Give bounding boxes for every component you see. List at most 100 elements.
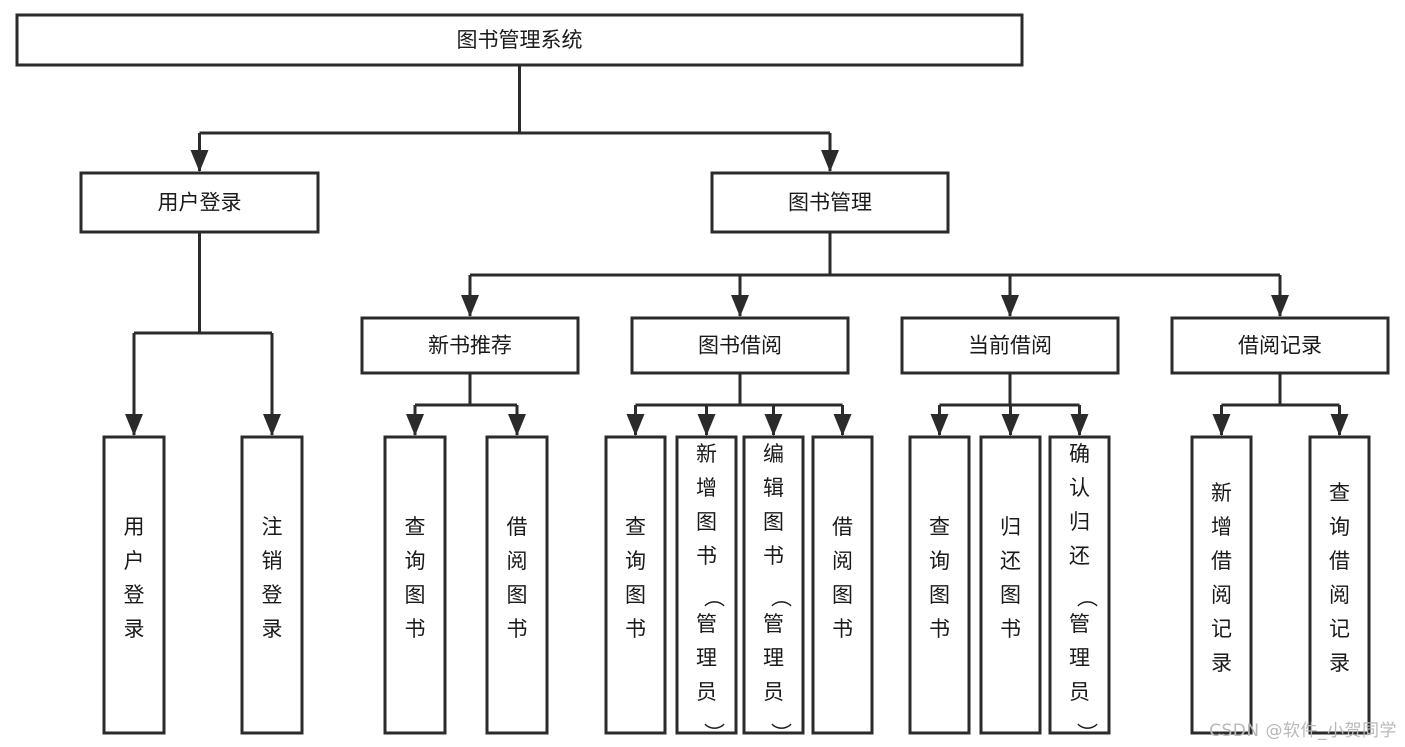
node-leaf-user-login[interactable]: 用户登录 xyxy=(102,435,166,735)
node-book-manage-box xyxy=(710,171,950,234)
node-leaf-query-book-borrow-label-char: 询 xyxy=(625,549,646,573)
node-leaf-query-book-current-label-char: 图 xyxy=(929,583,950,607)
node-root[interactable]: 图书管理系统 xyxy=(15,13,1024,67)
arrow-head-icon-book-borrow-leaf-2 xyxy=(764,414,783,436)
node-leaf-query-book-borrow-box xyxy=(604,435,667,735)
node-user-login[interactable]: 用户登录 xyxy=(79,171,320,234)
arrow-head-icon-book-borrow-leaf-0 xyxy=(626,414,645,436)
node-leaf-query-book-new-label-char: 图 xyxy=(405,583,426,607)
arrow-head-icon-current-borrow-leaf-1 xyxy=(1001,414,1020,436)
node-leaf-add-borrow-record-label-char: 借 xyxy=(1211,549,1232,573)
node-book-borrow-label: 图书借阅 xyxy=(698,334,782,358)
node-leaf-return-book-box xyxy=(979,435,1042,735)
node-leaf-add-book-admin-label-char: ） xyxy=(702,723,726,744)
node-leaf-confirm-return-admin-label-char: （ xyxy=(1075,587,1099,608)
node-leaf-add-book-admin-label-char: （ xyxy=(702,587,726,608)
arrow-head-icon-new-book-recommend-leaf-0 xyxy=(406,414,424,436)
node-leaf-edit-book-admin-label-char: 编 xyxy=(763,442,784,466)
node-leaf-query-borrow-record-box xyxy=(1308,435,1371,735)
node-leaf-add-borrow-record-label-char: 阅 xyxy=(1211,583,1232,607)
node-leaf-query-book-current-label-char: 询 xyxy=(929,549,950,573)
node-leaf-query-book-current-label-char: 查 xyxy=(929,515,950,539)
arrow-head-icon-book-borrow-leaf-1 xyxy=(697,414,716,436)
node-leaf-logout-label-char: 登 xyxy=(262,583,283,607)
node-leaf-edit-book-admin-label-char: 辑 xyxy=(763,476,784,500)
node-book-borrow[interactable]: 图书借阅 xyxy=(630,316,850,375)
node-leaf-user-login-box xyxy=(102,435,166,735)
node-leaf-borrow-book-label-char: 书 xyxy=(832,617,853,641)
node-leaf-query-book-new-label-char: 查 xyxy=(405,515,426,539)
node-leaf-confirm-return-admin-box xyxy=(1048,435,1111,735)
node-leaf-borrow-book-new-label-char: 阅 xyxy=(507,549,528,573)
node-new-book-recommend-box xyxy=(360,316,580,375)
node-leaf-add-book-admin-label-char: 理 xyxy=(696,646,717,670)
node-leaf-confirm-return-admin-label-char: 理 xyxy=(1069,646,1090,670)
node-leaf-user-login-label-char: 登 xyxy=(124,583,145,607)
arrow-head-icon-new-book-recommend-leaf-1 xyxy=(508,414,526,436)
arrow-head-icon-borrow-record-leaf-1 xyxy=(1330,414,1349,436)
node-leaf-borrow-book-label-char: 借 xyxy=(832,515,853,539)
node-borrow-record-label: 借阅记录 xyxy=(1238,334,1322,358)
node-leaf-user-login-label-char: 户 xyxy=(124,549,145,573)
node-leaf-borrow-book-label-char: 阅 xyxy=(832,549,853,573)
node-leaf-borrow-book-new-label-char: 书 xyxy=(507,617,528,641)
node-leaf-confirm-return-admin-label-char: 还 xyxy=(1069,544,1090,568)
node-leaf-query-book-new-box xyxy=(383,435,447,735)
node-leaf-query-book-borrow-label-char: 书 xyxy=(625,617,646,641)
connector-layer xyxy=(125,65,1349,436)
node-user-login-box xyxy=(79,171,320,234)
node-layer: 图书管理系统用户登录图书管理新书推荐图书借阅当前借阅借阅记录用户登录注销登录查询… xyxy=(15,13,1390,744)
node-leaf-add-book-admin-label-char: 管 xyxy=(696,612,717,636)
node-leaf-edit-book-admin-box xyxy=(742,435,805,735)
node-leaf-edit-book-admin-label-char: 书 xyxy=(763,544,784,568)
node-leaf-confirm-return-admin-label-char: ） xyxy=(1075,723,1099,744)
node-leaf-return-book-label-char: 还 xyxy=(1000,549,1021,573)
arrow-head-icon-level2-0 xyxy=(190,150,209,172)
arrow-head-icon-current-borrow-leaf-2 xyxy=(1070,414,1089,436)
node-borrow-record[interactable]: 借阅记录 xyxy=(1170,316,1390,375)
node-leaf-add-book-admin-box xyxy=(675,435,738,735)
arrow-head-icon-borrow-record-leaf-0 xyxy=(1212,414,1231,436)
node-leaf-add-book-admin-label-char: 新 xyxy=(696,442,717,466)
arrow-head-icon-level3-0 xyxy=(461,295,479,317)
node-root-box xyxy=(15,13,1024,67)
node-leaf-confirm-return-admin-label-char: 管 xyxy=(1069,612,1090,636)
node-leaf-confirm-return-admin-label-char: 员 xyxy=(1069,680,1090,704)
arrow-head-icon-userlogin-leaf-1 xyxy=(263,414,281,436)
node-current-borrow-box xyxy=(900,316,1120,375)
node-leaf-query-borrow-record-label-char: 询 xyxy=(1329,515,1350,539)
node-leaf-add-book-admin-label-char: 增 xyxy=(696,476,717,500)
node-leaf-return-book-label-char: 书 xyxy=(1000,617,1021,641)
node-leaf-add-book-admin-label-char: 员 xyxy=(696,680,717,704)
node-leaf-add-borrow-record-label-char: 记 xyxy=(1211,617,1232,641)
node-leaf-query-book-new-label-char: 询 xyxy=(405,549,426,573)
node-leaf-add-borrow-record-label-char: 新 xyxy=(1211,481,1232,505)
node-leaf-user-login-label-char: 用 xyxy=(124,515,145,539)
node-leaf-query-borrow-record-label-char: 记 xyxy=(1329,617,1350,641)
node-leaf-add-borrow-record-label-char: 录 xyxy=(1211,651,1232,675)
node-leaf-confirm-return-admin-label-char: 确 xyxy=(1069,442,1090,466)
node-leaf-return-book-label-char: 图 xyxy=(1000,583,1021,607)
node-current-borrow[interactable]: 当前借阅 xyxy=(900,316,1120,375)
node-book-manage[interactable]: 图书管理 xyxy=(710,171,950,234)
node-leaf-add-borrow-record-box xyxy=(1190,435,1253,735)
node-new-book-recommend[interactable]: 新书推荐 xyxy=(360,316,580,375)
node-leaf-query-book-borrow-label-char: 查 xyxy=(625,515,646,539)
node-leaf-query-borrow-record-label-char: 阅 xyxy=(1329,583,1350,607)
node-leaf-confirm-return-admin-label-char: 认 xyxy=(1069,476,1090,500)
arrow-head-icon-level2-1 xyxy=(821,150,839,172)
node-leaf-borrow-book-box xyxy=(811,435,874,735)
